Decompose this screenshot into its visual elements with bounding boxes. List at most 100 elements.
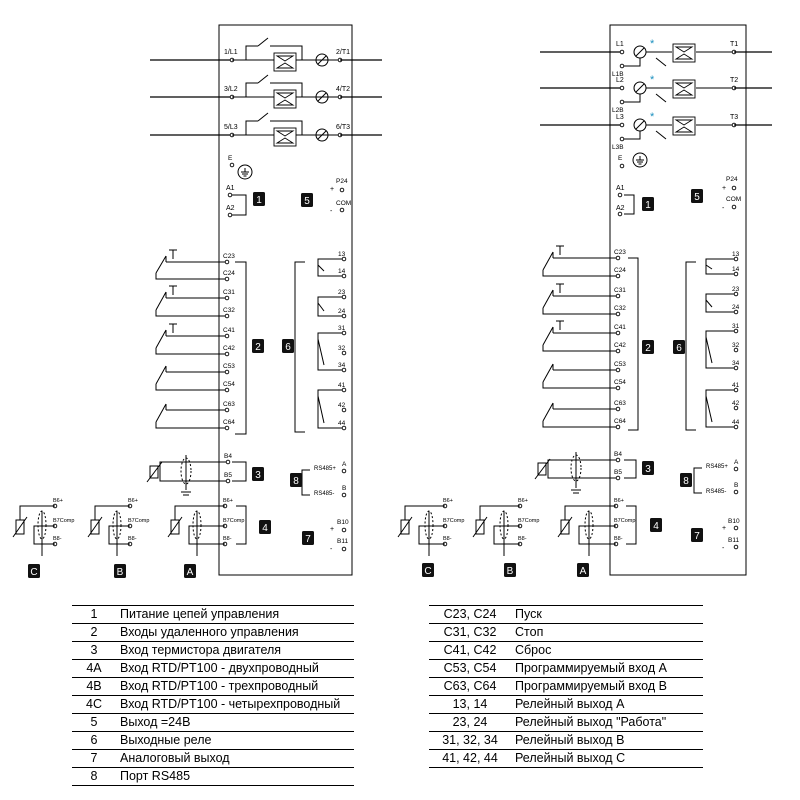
terminal-label: A2 [226,205,235,212]
terminal-label: B4 [224,453,232,460]
rtd-letter-label: B [117,567,124,578]
relay-terminal [733,365,739,371]
input-terminal [224,259,230,265]
badge-1-label: 1 [256,195,262,206]
legend-code: 5 [72,713,116,732]
relay-terminal [341,387,347,393]
current-transformer-icon [635,83,645,93]
badge-4 [259,520,271,534]
rtd-terminal-label: B6+ [614,498,624,504]
rs485-bracket [693,467,702,494]
relay-terminal [733,256,739,262]
bypass-contact-icon [655,130,667,140]
earth-label: E [228,155,233,162]
relay-terminal-label: 32 [338,345,346,352]
thyristor-icon [674,82,694,89]
input-loop [155,310,225,317]
legend-description: Порт RS485 [116,767,354,786]
legend-description: Аналоговый выход [116,749,354,768]
bypass-terminal-label: L3B [612,144,624,151]
thyristor-pair-icon [273,89,297,109]
input-bracket [235,261,247,435]
input-terminal-label: C42 [614,342,626,349]
terminal-point [339,207,345,213]
input-terminal [615,255,621,261]
badge-2-label: 2 [255,342,261,353]
relay-terminal-label: 44 [732,419,740,426]
cable-shield-icon [180,457,192,485]
rtd-terminal-label: B8- [53,536,62,542]
input-loop [155,348,225,355]
input-terminal [615,385,621,391]
legend-code: 4C [72,695,116,714]
relay-terminal-label: 31 [338,325,346,332]
rtd-letter-label: A [580,566,587,577]
thermistor-icon [534,458,551,480]
terminal-point [339,187,345,193]
relay-terminal-label: 13 [732,251,740,258]
relay-terminal-label: 42 [732,400,740,407]
terminal-point [617,211,623,217]
terminal-point [733,466,739,472]
relay-terminal [341,425,347,431]
relay-terminal [733,291,739,297]
terminal-point [733,489,739,495]
terminal-label: B4 [614,451,622,458]
badge-5-label: 5 [694,192,700,203]
supply-bracket [232,194,247,216]
badge-8-label: 8 [293,476,299,487]
badge-7-label: 7 [694,531,700,542]
rtd-letter-badge [28,564,40,578]
legend-description: Вход RTD/PT100 - трехпроводный [116,677,354,696]
relay-terminal-label: 34 [732,360,740,367]
bypass-contact-icon [257,74,269,84]
rtd-wire [33,525,55,545]
rtd-letter-label: A [187,567,194,578]
input-terminal-label: C53 [614,361,626,368]
input-bracket [628,257,639,431]
minus-sign: - [330,208,333,215]
relay-bracket [685,261,696,431]
relay-contact-icon [317,395,325,424]
relay-terminal [733,309,739,315]
relay-terminal-label: 44 [338,420,346,427]
rtd-bracket [626,505,637,545]
relay-output-wire [317,296,342,317]
earth-terminal [229,162,235,168]
legend-code: 4B [72,677,116,696]
switch-contact-icon [155,365,167,385]
legend-description: Релейный выход C [511,749,703,768]
power-terminal [619,49,625,55]
thyristor-pair-icon [273,127,297,147]
terminal-label: A2 [616,205,625,212]
terminal-label: B11 [728,537,739,544]
legend-code: 2 [72,623,116,642]
input-terminal-label: C54 [223,381,235,388]
legend-code: 23, 24 [429,713,511,732]
input-loop [542,345,616,352]
terminal-point [615,475,621,481]
rtd-terminal-label: B7Comp [518,518,539,524]
terminal-point [225,459,231,465]
relay-contact-icon [705,264,713,270]
rtd-bracket [236,505,247,545]
legend-code: 7 [72,749,116,768]
terminal-label: A1 [226,185,235,192]
legend-description: Программируемый вход А [511,659,703,678]
minus-sign: - [330,546,333,553]
terminal-label: A [342,461,347,468]
relay-terminal-label: 24 [732,304,740,311]
input-terminal [615,424,621,430]
input-terminal [224,276,230,282]
legend-code: 41, 42, 44 [429,749,511,768]
supply-bracket [624,194,635,215]
badge-5-label: 5 [304,196,310,207]
relay-terminal [733,424,739,430]
relay-output-wire [705,293,734,313]
rtd-sensor-icon [12,516,28,538]
rtd-terminal-label: B8- [128,536,137,542]
